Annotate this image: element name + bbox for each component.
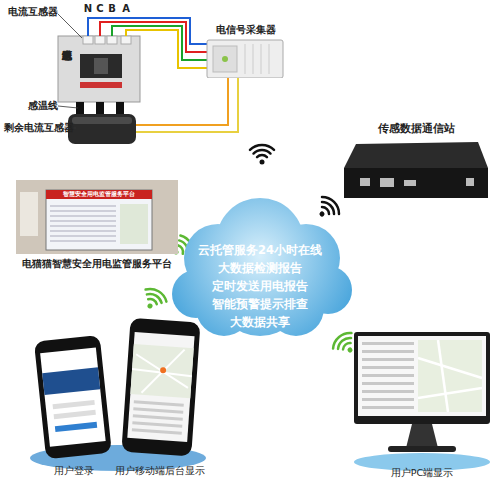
phone-row [132, 428, 182, 434]
monitor-row [362, 382, 414, 385]
device-label: 电猫猫智慧安全用电监管服务平台 [16, 258, 178, 270]
screen-banner-text: 智慧安全用电监管服务平台 [46, 190, 152, 197]
device-label: 电信号采集器 [205, 24, 287, 36]
monitor-body [354, 332, 490, 424]
station-front [344, 168, 488, 198]
map-road [418, 358, 482, 378]
monitor-row [362, 398, 414, 401]
collector-groove [253, 44, 254, 74]
station-port [380, 178, 394, 187]
monitor-row [362, 350, 414, 353]
monitor-row [362, 358, 414, 361]
leader-line [58, 14, 82, 128]
node-outline [28, 328, 120, 478]
collector-led [222, 56, 228, 62]
collector-panel [213, 46, 237, 72]
device-label: 用户PC端显示 [348, 467, 496, 478]
node-outline [112, 316, 208, 478]
platform-banner [46, 190, 152, 199]
phase-letter: C [95, 3, 105, 15]
part-label: 剩余电流互感器 [0, 122, 78, 134]
monitor-device: 用户PC端显示 [348, 328, 496, 480]
station-device: 传感数据通信站 [340, 120, 492, 204]
station-port [466, 178, 474, 186]
station-port [360, 178, 370, 186]
phone-row [133, 407, 183, 413]
platform-row [50, 241, 116, 242]
platform-row [50, 211, 116, 212]
phone-row [132, 421, 182, 427]
platform-screen [46, 190, 152, 250]
station-top [344, 142, 488, 168]
phone-screen [127, 332, 194, 442]
device-label: 用户登录 [28, 465, 120, 476]
collector-groove [245, 44, 246, 74]
station-port [404, 180, 416, 186]
map-road [418, 388, 482, 398]
monitor-stand [406, 424, 438, 448]
monitor-map [418, 340, 482, 412]
collector-groove [269, 44, 270, 74]
phone-row [134, 400, 184, 406]
map-road [438, 340, 448, 412]
platform-row [50, 231, 116, 232]
monitor-foot [388, 446, 456, 452]
collector-device: 电信号采集器 [205, 24, 287, 78]
phase-letter: B [107, 3, 117, 15]
cloud-service-text: 智能预警提示排查 [168, 298, 352, 312]
cloud-service-text: 云托管服务24小时在线 [168, 244, 352, 258]
phone-screen [40, 347, 106, 446]
part-label: 电流互感器 [2, 6, 64, 18]
platform-row [50, 226, 116, 227]
phone-device: 用户移动端后台显示 [112, 316, 208, 478]
cloud-service-text: 大数据检测报告 [168, 262, 352, 276]
phone-body [34, 335, 112, 459]
monitor-row [362, 390, 414, 393]
phone-map [130, 344, 193, 398]
phone-body [121, 318, 200, 457]
platform-row [50, 206, 116, 207]
phone-banner [42, 367, 100, 395]
map-marker [160, 367, 166, 373]
phone-row [133, 414, 183, 420]
phone-field [53, 400, 95, 409]
phone-device: 用户登录 [28, 328, 120, 478]
phase-letter: N [83, 3, 93, 15]
monitor-screen [358, 336, 486, 416]
platform-screen: 智慧安全用电监管服务平台电猫猫智慧安全用电监管服务平台 [16, 180, 178, 274]
collector-body [207, 40, 283, 78]
platform-photo [16, 180, 178, 254]
monitor-row [362, 342, 414, 345]
platform-window [20, 192, 38, 236]
circuit-breaker [58, 36, 140, 114]
node-outline [348, 328, 496, 480]
monitor-row [362, 406, 414, 409]
device-label: 传感数据通信站 [340, 122, 492, 135]
part-label: 感温线 [26, 100, 60, 112]
cloud-node: 云托管服务24小时在线大数据检测报告定时发送用电报告智能预警提示排查大数据共享 [168, 196, 352, 338]
residual-current-transformer [68, 114, 136, 144]
phone-button [55, 422, 97, 432]
platform-row [50, 221, 116, 222]
phone-field [54, 410, 96, 419]
monitor-row [362, 366, 414, 369]
platform-map [120, 204, 148, 244]
platform-row [50, 216, 116, 217]
monitor-row [362, 374, 414, 377]
collector-groove [261, 44, 262, 74]
device-label: 用户移动端后台显示 [112, 465, 208, 476]
cloud-service-text: 定时发送用电报告 [168, 280, 352, 294]
phase-letter: A [121, 3, 131, 15]
platform-row [50, 236, 116, 237]
